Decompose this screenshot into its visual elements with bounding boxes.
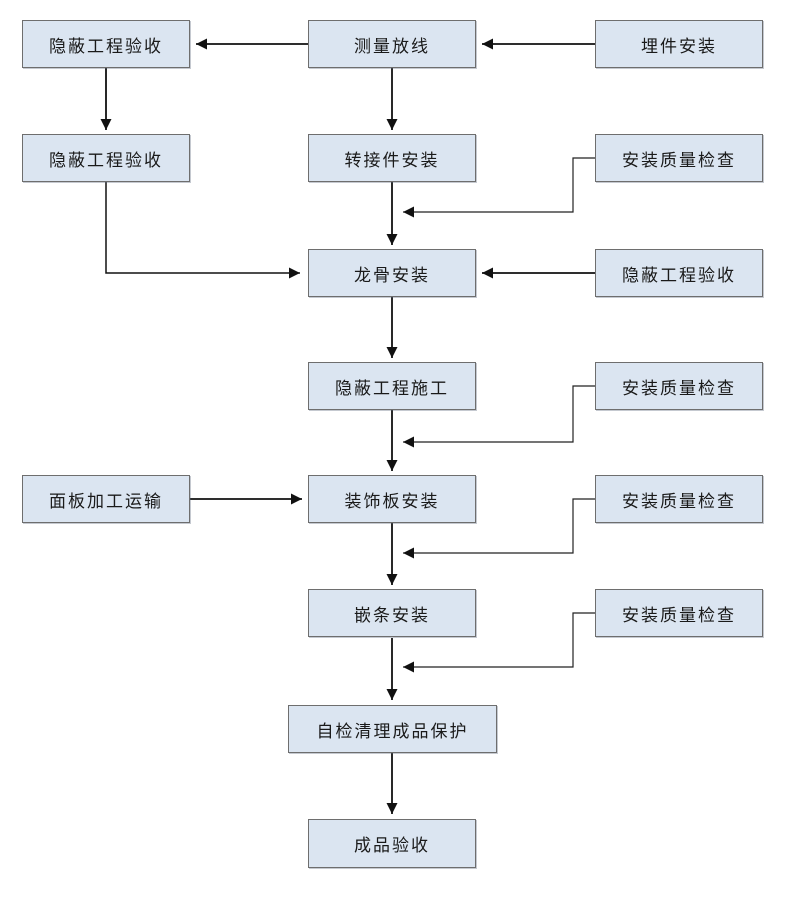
edge-hidden2-to-keel	[105, 182, 300, 279]
node-panel-processing-transport: 面板加工运输	[22, 475, 190, 523]
node-hidden-works-acceptance-1: 隐蔽工程验收	[22, 20, 190, 68]
node-keel-install: 龙骨安装	[308, 249, 476, 297]
node-measure-layout: 测量放线	[308, 20, 476, 68]
node-quality-check-1: 安装质量检查	[595, 134, 763, 182]
node-embed-parts-install: 埋件安装	[595, 20, 763, 68]
node-finished-product-acceptance: 成品验收	[308, 819, 476, 868]
node-self-check-cleanup-protection: 自检清理成品保护	[288, 705, 497, 753]
node-quality-check-4: 安装质量检查	[595, 589, 763, 637]
node-quality-check-2: 安装质量检查	[595, 362, 763, 410]
node-quality-check-3: 安装质量检查	[595, 475, 763, 523]
node-insert-strip-install: 嵌条安装	[308, 589, 476, 637]
node-hidden-works-acceptance-2: 隐蔽工程验收	[22, 134, 190, 182]
node-adapter-install: 转接件安装	[308, 134, 476, 182]
node-hidden-works-construction: 隐蔽工程施工	[308, 362, 476, 410]
node-decorative-panel-install: 装饰板安装	[308, 475, 476, 523]
node-hidden-works-acceptance-3: 隐蔽工程验收	[595, 249, 763, 297]
